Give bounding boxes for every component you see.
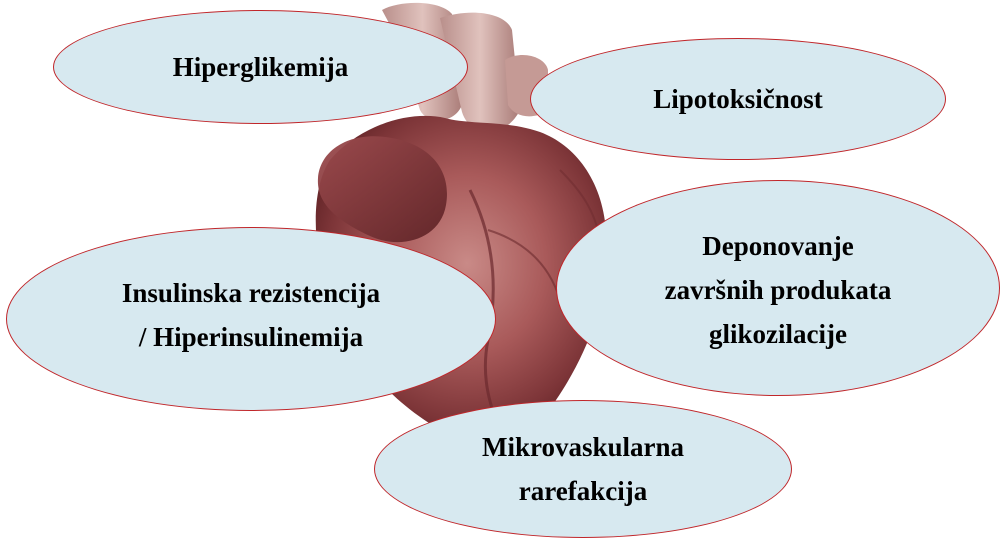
- bubble-insulinska-rezistencija: Insulinska rezistencija/ Hiperinsulinemi…: [6, 227, 496, 411]
- bubble-deponovanje-produkata-glikozilacije: Deponovanjezavršnih produkataglikozilaci…: [556, 180, 1000, 396]
- bubble-hiperglikemija: Hiperglikemija: [53, 10, 468, 124]
- bubble-line: Insulinska rezistencija: [122, 271, 380, 315]
- bubble-text: Deponovanjezavršnih produkataglikozilaci…: [665, 224, 892, 356]
- bubble-line: / Hiperinsulinemija: [139, 315, 363, 359]
- bubble-mikrovaskularna-rarefakcija: Mikrovaskularnararefakcija: [374, 400, 792, 538]
- bubble-text: Hiperglikemija: [173, 45, 348, 89]
- bubble-line: Hiperglikemija: [173, 45, 348, 89]
- bubble-text: Lipotoksičnost: [653, 77, 823, 121]
- bubble-line: rarefakcija: [519, 469, 647, 513]
- bubble-text: Insulinska rezistencija/ Hiperinsulinemi…: [122, 271, 380, 359]
- bubble-lipotoksicnost: Lipotoksičnost: [530, 38, 946, 160]
- bubble-line: završnih produkata: [665, 268, 892, 312]
- bubble-text: Mikrovaskularnararefakcija: [482, 425, 684, 513]
- bubble-line: Deponovanje: [702, 224, 854, 268]
- bubble-line: glikozilacije: [709, 312, 847, 356]
- bubble-line: Lipotoksičnost: [653, 77, 823, 121]
- bubble-line: Mikrovaskularna: [482, 425, 684, 469]
